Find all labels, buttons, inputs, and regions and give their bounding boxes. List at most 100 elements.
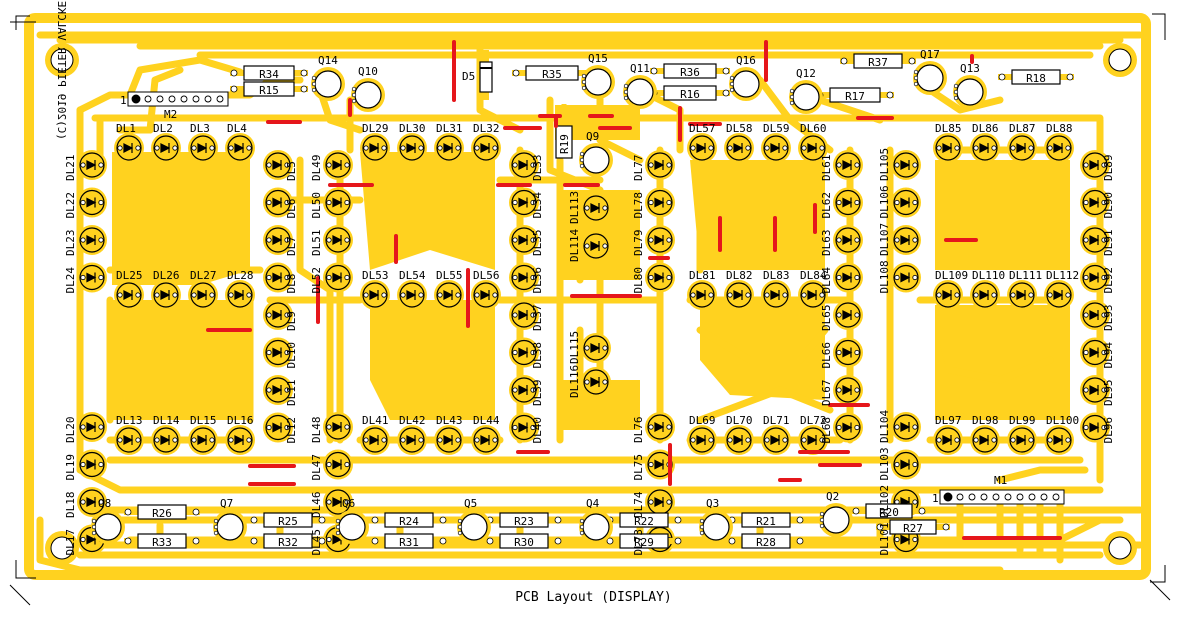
led-drill [98, 274, 104, 281]
led-dl30 [397, 133, 427, 163]
transistor-outline [584, 68, 612, 96]
led-drill [648, 162, 654, 168]
led-label: DL95 [1102, 380, 1115, 407]
resistor-body [384, 533, 434, 549]
led-drill [266, 424, 272, 431]
led-drill [98, 424, 104, 430]
led-symbol-icon [332, 422, 343, 432]
led-outline [79, 189, 105, 216]
led-dl79 [645, 225, 675, 255]
led-label: DL22 [64, 192, 77, 219]
led-dl46 [323, 487, 353, 517]
transistor-label: Q16 [736, 54, 756, 67]
resistor-label: R37 [868, 56, 888, 69]
led-dl55 [434, 280, 464, 310]
led-outline [116, 427, 142, 453]
transistor-q9 [579, 143, 613, 177]
led-outline [116, 282, 142, 308]
led-outline [265, 152, 291, 178]
led-drill [1101, 387, 1107, 393]
resistor-label: R16 [680, 88, 700, 101]
led-label: DL35 [531, 230, 544, 257]
led-outline [689, 135, 715, 161]
led-label: DL73 [632, 529, 645, 556]
resistor-label: R35 [542, 68, 562, 81]
led-drill [973, 145, 979, 151]
led-label: DL56 [473, 269, 500, 282]
led-outline [835, 302, 861, 328]
led-label: DL67 [820, 380, 833, 407]
led-symbol-icon [900, 160, 911, 170]
led-outline [726, 135, 752, 161]
led-dl85 [933, 133, 963, 163]
led-drill [455, 437, 461, 443]
led-outline [190, 282, 216, 308]
led-outline [763, 282, 789, 308]
led-label: DL44 [473, 414, 500, 427]
resistor-label: R26 [152, 507, 172, 520]
led-label: DL24 [64, 267, 77, 294]
led-dl61 [833, 150, 863, 180]
led-outline [325, 489, 351, 515]
led-dl49 [323, 150, 353, 180]
led-drill [266, 312, 272, 318]
led-dl37 [509, 300, 539, 330]
led-label: DL7 [285, 236, 298, 256]
led-drill [836, 387, 842, 393]
led-outline [473, 135, 499, 161]
led-symbol-icon [842, 310, 853, 320]
led-drill [344, 199, 350, 206]
transistor-outline [338, 513, 366, 541]
led-dl74 [645, 487, 675, 517]
led-symbol-icon [518, 347, 529, 358]
led-outline [1009, 427, 1035, 453]
led-dl29 [360, 133, 390, 163]
led-symbol-icon [197, 290, 208, 300]
copper-trace [926, 86, 1004, 114]
led-drill [666, 199, 672, 206]
led-outline [511, 377, 537, 403]
led-dl104 [891, 412, 921, 442]
led-outline [647, 414, 673, 440]
led-dl33 [509, 150, 539, 180]
led-outline [935, 427, 961, 453]
led-label: DL4 [227, 122, 247, 135]
transistor-outline [822, 506, 850, 534]
led-label: DL60 [800, 122, 827, 135]
led-drill [854, 237, 860, 243]
led-drill [284, 387, 290, 393]
transistor-q2 [819, 503, 853, 537]
led-outline [726, 282, 752, 308]
transistor-q6 [335, 510, 369, 544]
led-drill [530, 199, 536, 206]
led-drill [836, 349, 842, 356]
led-drill [474, 437, 480, 443]
led-label: DL33 [531, 155, 544, 182]
led-symbol-icon [86, 497, 97, 507]
led-drill [1083, 387, 1089, 393]
led-symbol-icon [272, 272, 283, 283]
led-label: DL18 [64, 492, 77, 519]
led-drill [381, 292, 387, 298]
copper-pour [935, 305, 1070, 420]
led-drill [381, 437, 387, 443]
led-symbol-icon [1089, 422, 1100, 433]
led-drill [1065, 292, 1071, 298]
led-symbol-icon [369, 143, 380, 153]
led-dl41 [360, 425, 390, 455]
led-label: DL115 [568, 331, 581, 364]
led-dl80 [645, 262, 675, 293]
led-drill [172, 145, 178, 151]
led-drill [912, 199, 918, 206]
led-outline [153, 427, 179, 453]
led-label: DL97 [935, 414, 962, 427]
led-drill [894, 274, 900, 281]
led-outline [362, 135, 388, 161]
led-outline [265, 264, 291, 291]
led-drill [363, 292, 369, 298]
led-label: DL83 [763, 269, 790, 282]
led-label: DL64 [820, 267, 833, 294]
copper-trace [696, 386, 834, 424]
led-outline [835, 227, 861, 253]
led-symbol-icon [86, 422, 97, 432]
